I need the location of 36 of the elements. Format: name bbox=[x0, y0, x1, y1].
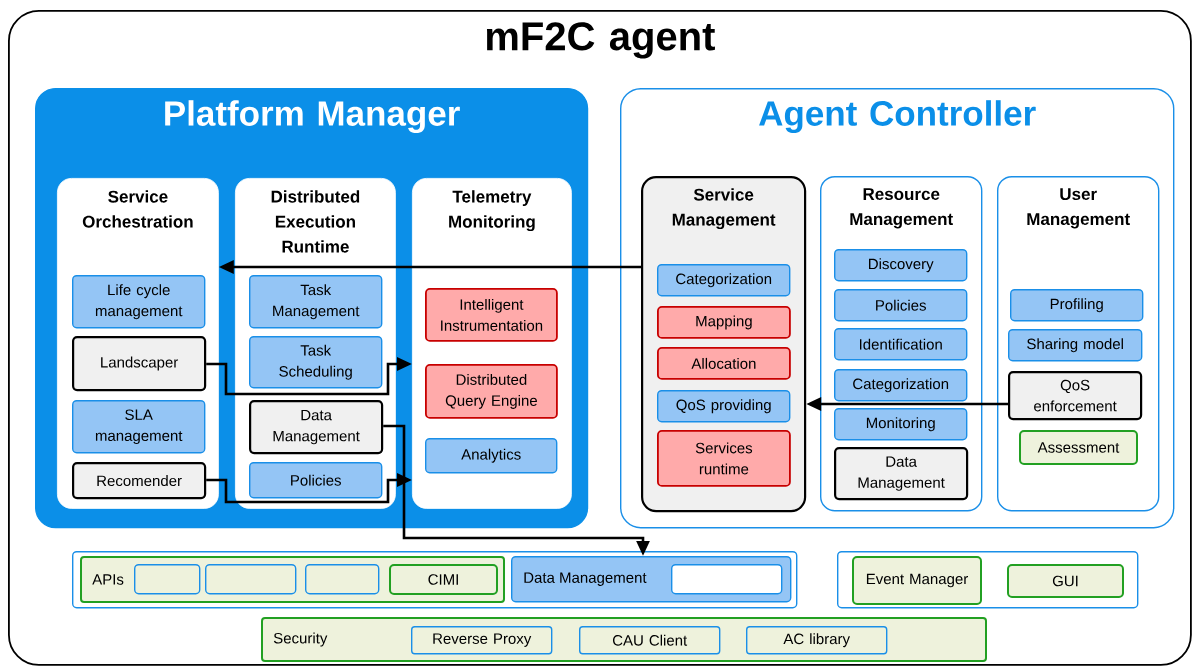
component-box: Task Scheduling bbox=[249, 336, 383, 389]
component-box: Data Management bbox=[249, 400, 384, 455]
component-box: Policies bbox=[834, 289, 968, 322]
component-box: Discovery bbox=[834, 249, 968, 282]
component-box: Services runtime bbox=[657, 430, 791, 487]
component-box: Event Manager bbox=[852, 556, 982, 605]
component-box bbox=[205, 564, 297, 595]
component-box: Distributed Query Engine bbox=[425, 364, 558, 419]
component-box bbox=[671, 564, 783, 595]
component-box: Policies bbox=[249, 462, 383, 499]
component-box: Task Management bbox=[249, 275, 383, 329]
component-box: Mapping bbox=[657, 306, 791, 339]
component-box: Intelligent Instrumentation bbox=[425, 288, 558, 342]
component-box: GUI bbox=[1007, 564, 1124, 598]
component-box: Identification bbox=[834, 328, 968, 361]
component-box: Data Management bbox=[834, 447, 969, 501]
component-box: Profiling bbox=[1010, 289, 1144, 322]
component-box: Landscaper bbox=[72, 336, 207, 392]
component-box: AC library bbox=[746, 626, 888, 655]
component-box: Categorization bbox=[834, 369, 968, 402]
component-box: CIMI bbox=[389, 564, 498, 595]
component-box: Analytics bbox=[425, 438, 558, 474]
component-box bbox=[134, 564, 201, 595]
component-box: Reverse Proxy bbox=[411, 626, 553, 655]
component-box bbox=[305, 564, 380, 595]
component-box: QoS providing bbox=[657, 390, 791, 423]
component-box: Recomender bbox=[72, 462, 207, 500]
component-box: QoS enforcement bbox=[1008, 371, 1143, 421]
component-box: Monitoring bbox=[834, 408, 968, 441]
component-box: Assessment bbox=[1019, 430, 1138, 465]
component-box: Allocation bbox=[657, 347, 791, 380]
component-box: Categorization bbox=[657, 264, 791, 297]
component-box: CAU Client bbox=[579, 626, 721, 655]
component-box: Life cycle management bbox=[72, 275, 206, 329]
component-box: SLA management bbox=[72, 400, 206, 454]
component-box: Sharing model bbox=[1008, 329, 1143, 362]
